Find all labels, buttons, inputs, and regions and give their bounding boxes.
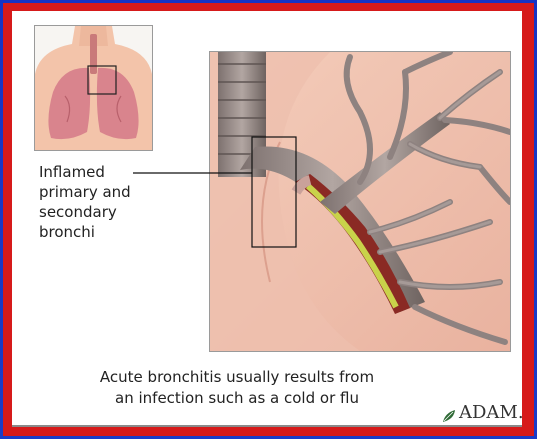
torso-lungs-image: [35, 26, 152, 150]
callout-label: Inflamed primary and secondary bronchi: [39, 162, 159, 242]
torso-thumbnail: [34, 25, 153, 151]
callout-line-4: bronchi: [39, 222, 159, 242]
callout-line-1: Inflamed: [39, 162, 159, 182]
illustration-panel: Inflamed primary and secondary bronchi: [12, 11, 522, 427]
bronchi-illustration: [209, 51, 511, 352]
adam-logo: ADAM.: [442, 403, 524, 423]
callout-line-2: primary and: [39, 182, 159, 202]
caption-line-1: Acute bronchitis usually results from: [52, 367, 422, 388]
caption: Acute bronchitis usually results from an…: [52, 367, 422, 409]
caption-line-2: an infection such as a cold or flu: [52, 388, 422, 409]
logo-text: ADAM.: [459, 402, 524, 423]
leaf-icon: [442, 409, 458, 423]
bronchi-image: [210, 52, 510, 351]
trachea-shape: [90, 34, 97, 74]
callout-line-3: secondary: [39, 202, 159, 222]
